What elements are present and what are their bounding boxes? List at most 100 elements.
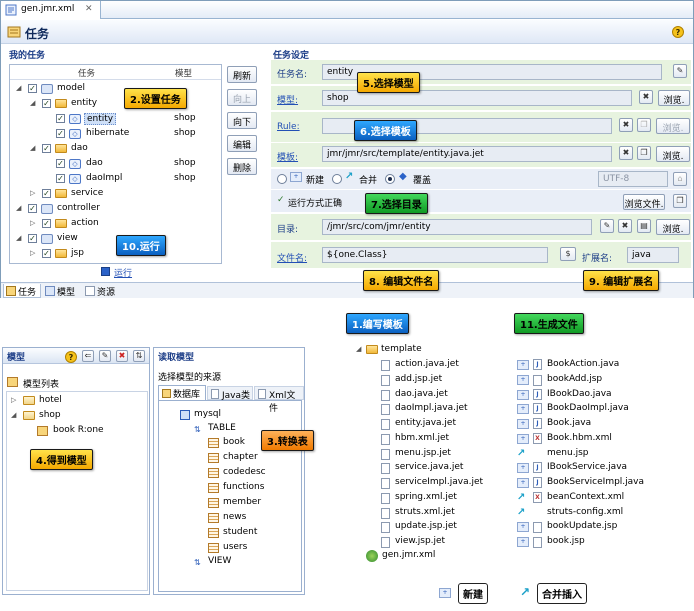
delete-button[interactable]: 删除 — [227, 158, 257, 175]
collapse-icon[interactable]: ▷ — [30, 249, 36, 257]
clear-icon[interactable]: ✖ — [619, 118, 633, 132]
collapse-icon[interactable]: ▷ — [30, 219, 36, 227]
run-link[interactable]: 运行 — [114, 269, 133, 279]
rule-label[interactable]: Rule: — [277, 122, 300, 132]
encoding-select[interactable]: UTF-8 — [598, 171, 668, 187]
model-label[interactable]: 模型: — [277, 96, 299, 106]
tree-row[interactable]: ✓ ◇ entity shop — [10, 112, 220, 126]
checkbox[interactable]: ✓ — [42, 99, 51, 108]
checkbox[interactable]: ✓ — [28, 204, 37, 213]
expand-icon[interactable]: ◢ — [16, 204, 22, 212]
browse-file-button[interactable]: 浏览文件. — [623, 194, 665, 210]
radio-merge[interactable] — [332, 174, 342, 184]
filename-label[interactable]: 文件名: — [277, 254, 308, 264]
move-up-button[interactable]: 向上 — [227, 89, 257, 106]
refresh-button[interactable]: 刷新 — [227, 66, 257, 83]
checkbox[interactable]: ✓ — [42, 144, 51, 153]
close-icon[interactable]: ✕ — [85, 4, 93, 14]
copy-icon[interactable]: ❐ — [637, 146, 651, 160]
tab-java-class[interactable]: Java类 — [207, 386, 253, 401]
pencil-icon[interactable]: ✎ — [600, 219, 614, 233]
expand-icon[interactable]: ◢ — [16, 234, 22, 242]
browse-template-button[interactable]: 浏览. — [656, 146, 690, 162]
new-file-icon: + — [517, 478, 529, 488]
tree-row[interactable]: ✓ ◇ dao shop — [10, 157, 220, 171]
tab-database[interactable]: 数据库 — [158, 385, 206, 400]
template-field[interactable]: jmr/jmr/src/template/entity.java.jet — [322, 146, 612, 162]
checkbox[interactable]: ✓ — [56, 174, 65, 183]
dir-field[interactable]: /jmr/src/com/jmr/entity — [322, 219, 592, 235]
expand-icon[interactable]: ◢ — [30, 99, 36, 107]
collapse-icon[interactable]: ▷ — [11, 396, 17, 404]
help-icon[interactable]: ? — [672, 26, 684, 38]
delete-icon[interactable]: ✖ — [116, 350, 128, 362]
tab-models[interactable]: 模型 — [43, 284, 81, 298]
tree-row[interactable]: ▷ ✓ jsp — [10, 247, 220, 261]
checkbox[interactable]: ✓ — [28, 234, 37, 243]
expand-icon[interactable]: ◢ — [11, 411, 17, 419]
copy-icon[interactable]: ❐ — [637, 118, 651, 132]
checkbox[interactable]: ✓ — [42, 219, 51, 228]
radio-overwrite[interactable] — [385, 174, 395, 184]
tab-tasks[interactable]: 任务 — [3, 284, 41, 298]
edit-button[interactable]: 编辑 — [227, 135, 257, 152]
tab-xml-file[interactable]: Xml文件 — [254, 386, 304, 414]
tree-row[interactable]: ◢ ✓ dao — [10, 142, 220, 156]
tree-row[interactable]: ◢ ✓ entity — [10, 97, 220, 111]
ext-field[interactable]: java — [627, 247, 679, 263]
browse-dir-button[interactable]: 浏览. — [656, 219, 690, 235]
checkbox[interactable]: ✓ — [42, 249, 51, 258]
filename-field[interactable]: ${one.Class} — [322, 247, 548, 263]
expand-icon[interactable]: ◢ — [16, 84, 22, 92]
table-icon — [208, 543, 219, 553]
edit-icon[interactable]: ✎ — [99, 350, 111, 362]
folder-icon[interactable]: ▤ — [637, 219, 651, 233]
row-model: shop — [174, 158, 196, 168]
tree-row[interactable]: ◢ ✓ model — [10, 82, 220, 96]
tree-row[interactable]: ✓ ◇ hibernate shop — [10, 127, 220, 141]
merge-insert-icon: ↗ — [517, 492, 526, 503]
import-icon[interactable]: ⇐ — [82, 350, 94, 362]
run-icon[interactable] — [101, 267, 110, 276]
radio-new[interactable] — [277, 174, 287, 184]
expand-icon[interactable]: ◢ — [30, 144, 36, 152]
checkbox[interactable]: ✓ — [28, 84, 37, 93]
sort-icon[interactable]: ⇅ — [133, 350, 145, 362]
tab-resources[interactable]: 资源 — [83, 284, 121, 298]
clear-icon[interactable]: ✖ — [618, 219, 632, 233]
checkbox[interactable]: ✓ — [56, 114, 65, 123]
clear-icon[interactable]: ✖ — [639, 90, 653, 104]
package-icon — [41, 84, 53, 94]
checkbox[interactable]: ✓ — [42, 189, 51, 198]
model-list-title: 模型列表 — [23, 380, 60, 390]
tree-row[interactable]: ▷ ✓ action — [10, 217, 220, 231]
package-icon — [41, 234, 53, 244]
variable-icon[interactable]: $ — [560, 247, 576, 261]
checkbox[interactable]: ✓ — [56, 129, 65, 138]
lock-icon[interactable]: ⌂ — [673, 172, 687, 186]
pencil-icon[interactable]: ✎ — [673, 64, 687, 78]
tree-row[interactable]: ◢ ✓ view — [10, 232, 220, 246]
tree-row[interactable]: ✓ ◇ daoImpl shop — [10, 172, 220, 186]
read-model-subtitle: 选择模型的来源 — [158, 373, 222, 383]
checkbox[interactable]: ✓ — [56, 159, 65, 168]
browse-model-button[interactable]: 浏览. — [658, 90, 690, 106]
read-model-header: 读取模型 — [154, 348, 304, 364]
collapse-icon[interactable]: ▷ — [30, 189, 36, 197]
tree-row[interactable]: ▷ ✓ service — [10, 187, 220, 201]
model-view-title: 模型 — [7, 353, 26, 363]
expand-icon[interactable]: ◢ — [356, 345, 362, 353]
clear-icon[interactable]: ✖ — [619, 146, 633, 160]
model-field[interactable]: shop — [322, 90, 632, 106]
overwrite-icon: ◆ — [399, 171, 407, 182]
copy-icon[interactable]: ❐ — [673, 194, 687, 208]
move-down-button[interactable]: 向下 — [227, 112, 257, 129]
editor-tab-gen-jmr-xml[interactable]: gen.jmr.xml ✕ — [1, 1, 101, 19]
browse-rule-button[interactable]: 浏览. — [656, 118, 690, 134]
help-icon[interactable]: ? — [65, 351, 77, 363]
callout-generate-files: 11.生成文件 — [514, 313, 584, 334]
java-icon — [211, 389, 219, 399]
template-label[interactable]: 模板: — [277, 153, 299, 163]
task-settings-heading: 任务设定 — [273, 51, 310, 61]
tree-row[interactable]: ◢ ✓ controller — [10, 202, 220, 216]
